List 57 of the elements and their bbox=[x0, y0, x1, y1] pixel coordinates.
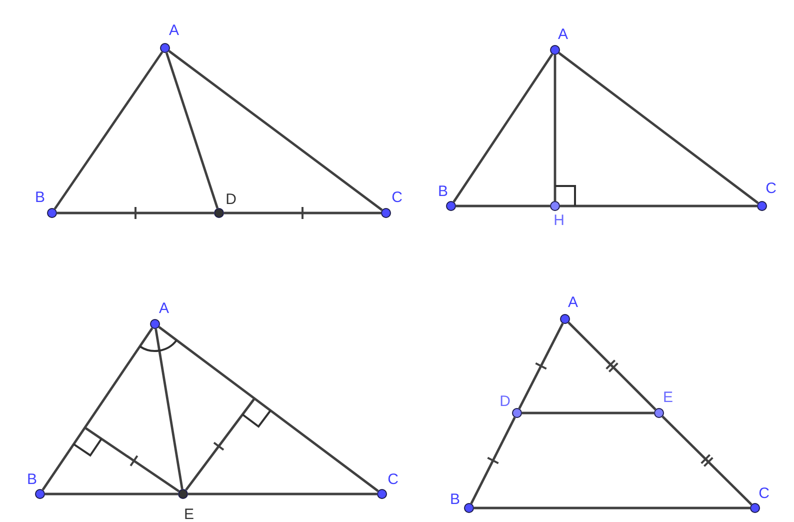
line-segment bbox=[158, 326, 379, 492]
line-segment bbox=[456, 204, 550, 208]
point-label: C bbox=[766, 181, 776, 197]
point-label: D bbox=[500, 394, 510, 410]
point-label: D bbox=[226, 192, 236, 208]
line-segment bbox=[452, 54, 554, 202]
line-segment bbox=[57, 212, 214, 214]
point bbox=[512, 408, 522, 418]
point bbox=[381, 208, 391, 218]
point-label: B bbox=[35, 190, 45, 206]
point-label: C bbox=[758, 486, 770, 502]
point-label: C bbox=[388, 472, 398, 488]
point bbox=[654, 408, 664, 418]
point-label: B bbox=[450, 492, 460, 508]
line-segment bbox=[45, 492, 178, 496]
line-segment bbox=[54, 51, 164, 210]
line-segment bbox=[560, 204, 757, 208]
point-label: E bbox=[663, 390, 673, 406]
line-segment bbox=[154, 328, 184, 490]
point-label: A bbox=[169, 23, 179, 39]
line-segment bbox=[42, 327, 154, 491]
point-label: B bbox=[438, 184, 448, 200]
point bbox=[446, 201, 456, 211]
line-segment bbox=[662, 416, 752, 506]
line-segment bbox=[568, 322, 656, 410]
line-segment bbox=[188, 492, 377, 496]
point bbox=[214, 208, 224, 218]
line-segment bbox=[474, 506, 750, 510]
point bbox=[47, 208, 57, 218]
point-label: A bbox=[159, 301, 169, 317]
point bbox=[550, 201, 560, 211]
line-segment bbox=[84, 426, 180, 492]
point bbox=[757, 201, 767, 211]
point bbox=[560, 314, 570, 324]
point-label: H bbox=[554, 213, 564, 229]
point bbox=[160, 43, 170, 53]
line-segment bbox=[558, 52, 759, 204]
point bbox=[35, 489, 45, 499]
point-label: B bbox=[27, 472, 37, 488]
line-segment bbox=[518, 322, 564, 410]
line-segment bbox=[224, 212, 381, 214]
line-segment bbox=[185, 398, 256, 491]
line-segment bbox=[165, 52, 219, 209]
point bbox=[464, 503, 474, 513]
line-segment bbox=[168, 50, 383, 211]
point bbox=[750, 503, 760, 513]
line-segment bbox=[470, 416, 516, 504]
point bbox=[178, 489, 188, 499]
line-segment bbox=[522, 412, 654, 414]
point bbox=[550, 45, 560, 55]
point-label: C bbox=[392, 190, 402, 206]
point-label: E bbox=[184, 507, 194, 522]
point bbox=[377, 489, 387, 499]
point bbox=[150, 319, 160, 329]
line-segment bbox=[554, 55, 556, 201]
point-label: A bbox=[558, 27, 568, 43]
point-label: A bbox=[568, 295, 578, 311]
